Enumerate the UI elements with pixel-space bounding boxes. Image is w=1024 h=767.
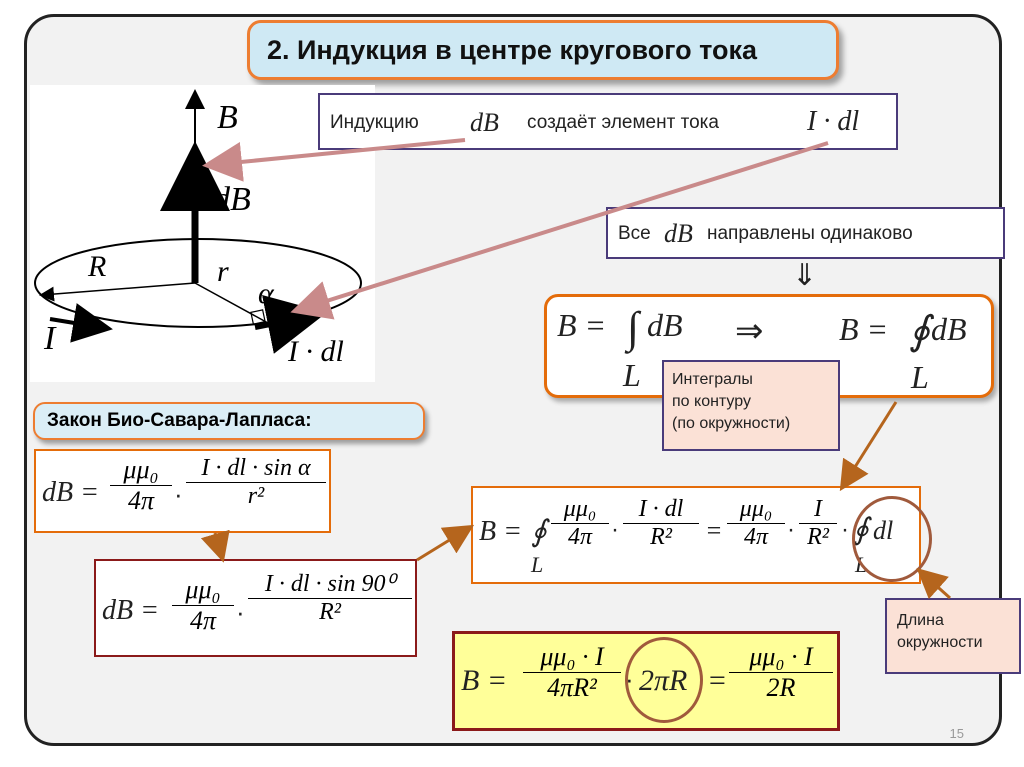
label-r: r bbox=[217, 255, 229, 288]
vec-B-lhs: B = bbox=[557, 307, 607, 343]
int-oint: ∮ bbox=[531, 515, 547, 548]
law-den2: r² bbox=[186, 482, 326, 510]
contour-integral-sign: ∮ bbox=[909, 308, 930, 353]
induction-text: Индукцию bbox=[330, 112, 419, 133]
label-Idl: I · dl bbox=[288, 335, 344, 368]
arrow-law-to-90 bbox=[200, 529, 230, 563]
final-den1: 4πR² bbox=[523, 672, 621, 703]
circumference-note: Длина окружности bbox=[885, 598, 1021, 674]
integrals-note-line2: по контуру bbox=[672, 393, 751, 410]
law-dot: · bbox=[174, 479, 183, 509]
label-alpha: α bbox=[258, 277, 274, 310]
law-frac1: μμ₀ 4π bbox=[110, 455, 172, 516]
sin90-den1: 4π bbox=[172, 605, 234, 636]
integral-limit: L bbox=[623, 357, 641, 393]
sin90-num2: I · dl · sin 90⁰ bbox=[264, 571, 396, 597]
int-num2: I · dl bbox=[638, 496, 684, 522]
law-num1: μμ₀ bbox=[123, 455, 159, 484]
figure-svg bbox=[34, 89, 362, 354]
law-lhs: dB = bbox=[42, 477, 99, 508]
law-den1: 4π bbox=[110, 485, 172, 516]
int-limit: L bbox=[531, 552, 544, 577]
int-lhs: B = bbox=[479, 516, 522, 547]
integral-arg: dB bbox=[647, 307, 683, 343]
arrow-length-to-circle bbox=[916, 567, 952, 600]
contour-integral-limit: L bbox=[911, 359, 929, 395]
int-num4: I bbox=[814, 496, 822, 522]
final-den2: 2R bbox=[729, 672, 833, 703]
creates-element-text: создаёт элемент тока bbox=[527, 112, 719, 133]
integral-sign: ∫ bbox=[627, 303, 640, 352]
page-number: 15 bbox=[949, 726, 964, 741]
sin90-frac2: I · dl · sin 90⁰ R² bbox=[248, 569, 412, 626]
int-equals: = bbox=[705, 516, 723, 545]
final-frac2: μμ₀ · I 2R bbox=[729, 642, 833, 703]
int-den1: 4π bbox=[551, 523, 609, 551]
implies-arrow: ⇒ bbox=[735, 312, 764, 350]
int-den3: 4π bbox=[727, 523, 785, 551]
final-lhs: B = bbox=[461, 664, 508, 697]
int-dot2: · bbox=[787, 516, 795, 543]
Idl-symbol: I · dl bbox=[807, 106, 860, 137]
sin90-num1: μμ₀ bbox=[185, 575, 221, 604]
contour-integral-arg: dB bbox=[931, 311, 967, 347]
circle-highlight-oint bbox=[852, 496, 932, 582]
sin90-frac1: μμ₀ 4π bbox=[172, 575, 234, 636]
final-num1: μμ₀ · I bbox=[540, 642, 604, 671]
biot-savart-equation: dB = μμ₀ 4π · I · dl · sin α r² bbox=[34, 449, 331, 533]
int-den2: R² bbox=[623, 523, 699, 551]
current-arrow bbox=[49, 303, 113, 343]
law-num2: I · dl · sin α bbox=[201, 455, 311, 481]
integrals-note-line3: (по окружности) bbox=[672, 415, 791, 432]
sin90-den2: R² bbox=[248, 598, 412, 626]
directed-equally-text: направлены одинаково bbox=[707, 223, 913, 244]
implies-down-arrow: ⇓ bbox=[792, 259, 818, 292]
arrow-to-dB bbox=[202, 138, 466, 182]
circular-current-figure: B dB R r α I I · dl bbox=[30, 85, 375, 382]
final-equals: = bbox=[707, 664, 728, 697]
label-dB: dB bbox=[213, 181, 251, 218]
scalar-B-lhs: B = bbox=[839, 311, 889, 347]
sin90-dot: · bbox=[236, 597, 245, 627]
all-text: Все bbox=[618, 223, 651, 244]
int-den4: R² bbox=[799, 523, 837, 551]
int-frac1: μμ₀ 4π bbox=[551, 496, 609, 551]
integrals-note: Интегралы по контуру (по окружности) bbox=[662, 360, 840, 451]
sin90-lhs: dB = bbox=[102, 595, 159, 626]
label-I: I bbox=[44, 320, 56, 357]
circle-highlight-2piR bbox=[625, 637, 703, 723]
right-angle-mark bbox=[250, 309, 266, 325]
sin90-equation: dB = μμ₀ 4π · I · dl · sin 90⁰ R² bbox=[94, 559, 417, 657]
int-num1: μμ₀ bbox=[563, 496, 597, 522]
circumference-note-line2: окружности bbox=[897, 634, 983, 651]
int-frac4: I R² bbox=[799, 496, 837, 551]
current-element-box: Индукцию dB создаёт элемент тока I · dl bbox=[318, 93, 898, 150]
radius-line bbox=[39, 282, 196, 302]
label-R: R bbox=[88, 250, 107, 283]
int-num3: μμ₀ bbox=[739, 496, 773, 522]
int-dot1: · bbox=[611, 516, 619, 543]
biot-savart-title: Закон Био-Савара-Лапласа: bbox=[33, 402, 425, 440]
law-frac2: I · dl · sin α r² bbox=[186, 455, 326, 510]
int-dot3: · bbox=[841, 516, 849, 543]
arrow-to-Idl bbox=[290, 141, 829, 320]
integrals-note-line1: Интегралы bbox=[672, 371, 753, 388]
int-frac2: I · dl R² bbox=[623, 496, 699, 551]
final-num2: μμ₀ · I bbox=[749, 642, 813, 671]
same-direction-box: Все dB направлены одинаково bbox=[606, 207, 1005, 259]
arrow-90-to-int bbox=[416, 524, 475, 562]
label-B: B bbox=[217, 99, 238, 136]
slide-title: 2. Индукция в центре кругового тока bbox=[247, 20, 839, 80]
r-vector bbox=[194, 282, 269, 324]
arrow-note-to-int bbox=[839, 401, 898, 492]
int-frac3: μμ₀ 4π bbox=[727, 496, 785, 551]
dB-symbol-2: dB bbox=[664, 219, 693, 248]
circumference-note-line1: Длина bbox=[897, 612, 944, 629]
final-frac1: μμ₀ · I 4πR² bbox=[523, 642, 621, 703]
dB-symbol: dB bbox=[470, 108, 499, 137]
